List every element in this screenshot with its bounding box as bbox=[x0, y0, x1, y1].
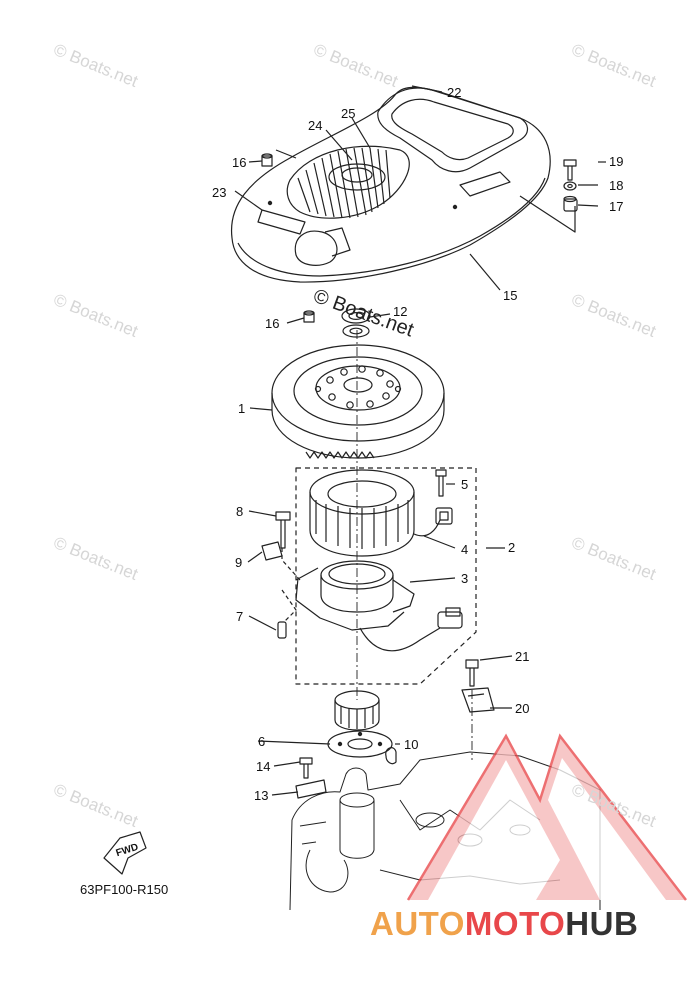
brand-wordmark: AUTOMOTOHUB bbox=[370, 905, 638, 943]
callout-2: 2 bbox=[508, 540, 516, 555]
brand-part-hub: HUB bbox=[565, 905, 639, 942]
bolt-21 bbox=[465, 659, 479, 687]
pulser-coil-base bbox=[295, 560, 441, 652]
brand-part-moto: MOTO bbox=[464, 905, 566, 942]
callout-17: 17 bbox=[609, 199, 624, 214]
nut-washer-12 bbox=[341, 308, 371, 338]
callout-8: 8 bbox=[236, 504, 244, 519]
callout-7: 7 bbox=[236, 609, 244, 624]
callout-21: 21 bbox=[515, 649, 530, 664]
bracket-13 bbox=[295, 779, 327, 799]
diagram-part-code: 63PF100-R150 bbox=[80, 882, 169, 897]
bolt-14 bbox=[299, 757, 313, 779]
callout-3: 3 bbox=[461, 571, 469, 586]
stator-group-box bbox=[295, 467, 477, 685]
callout-4: 4 bbox=[461, 542, 469, 557]
connector-4 bbox=[435, 507, 453, 525]
flywheel-cover bbox=[230, 86, 551, 283]
bolt-19 bbox=[563, 159, 577, 181]
callout-14: 14 bbox=[256, 759, 271, 774]
fwd-arrow bbox=[103, 831, 147, 875]
callout-23: 23 bbox=[212, 185, 227, 200]
callout-24: 24 bbox=[308, 118, 323, 133]
clamp-20 bbox=[461, 687, 495, 713]
callout-18: 18 bbox=[609, 178, 624, 193]
connector-3 bbox=[437, 607, 463, 629]
grommet-16-top bbox=[261, 153, 273, 167]
callout-6: 6 bbox=[258, 734, 266, 749]
callout-16-bottom: 16 bbox=[265, 316, 280, 331]
callout-12: 12 bbox=[393, 304, 408, 319]
brand-triangle-logo bbox=[406, 733, 687, 901]
pin-7 bbox=[277, 621, 287, 639]
callout-16-top: 16 bbox=[232, 155, 247, 170]
callout-10: 10 bbox=[404, 737, 419, 752]
clamp-9 bbox=[261, 541, 283, 561]
callout-13: 13 bbox=[254, 788, 269, 803]
key-10 bbox=[385, 747, 397, 765]
brand-part-auto: AUTO bbox=[370, 905, 465, 942]
flywheel bbox=[271, 344, 445, 459]
callout-5: 5 bbox=[461, 477, 469, 492]
callout-20: 20 bbox=[515, 701, 530, 716]
callout-1: 1 bbox=[238, 401, 246, 416]
stator bbox=[309, 469, 441, 557]
drive-gear bbox=[334, 690, 380, 731]
callout-15: 15 bbox=[503, 288, 518, 303]
callout-22: 22 bbox=[447, 85, 462, 100]
washer-18 bbox=[563, 181, 577, 191]
bolt-5 bbox=[435, 469, 447, 497]
callout-9: 9 bbox=[235, 555, 243, 570]
screw-8 bbox=[275, 511, 291, 549]
grommet-16-bottom bbox=[303, 310, 315, 323]
callout-25: 25 bbox=[341, 106, 356, 121]
plate-6 bbox=[327, 730, 393, 758]
grommet-17 bbox=[563, 195, 578, 212]
callout-19: 19 bbox=[609, 154, 624, 169]
